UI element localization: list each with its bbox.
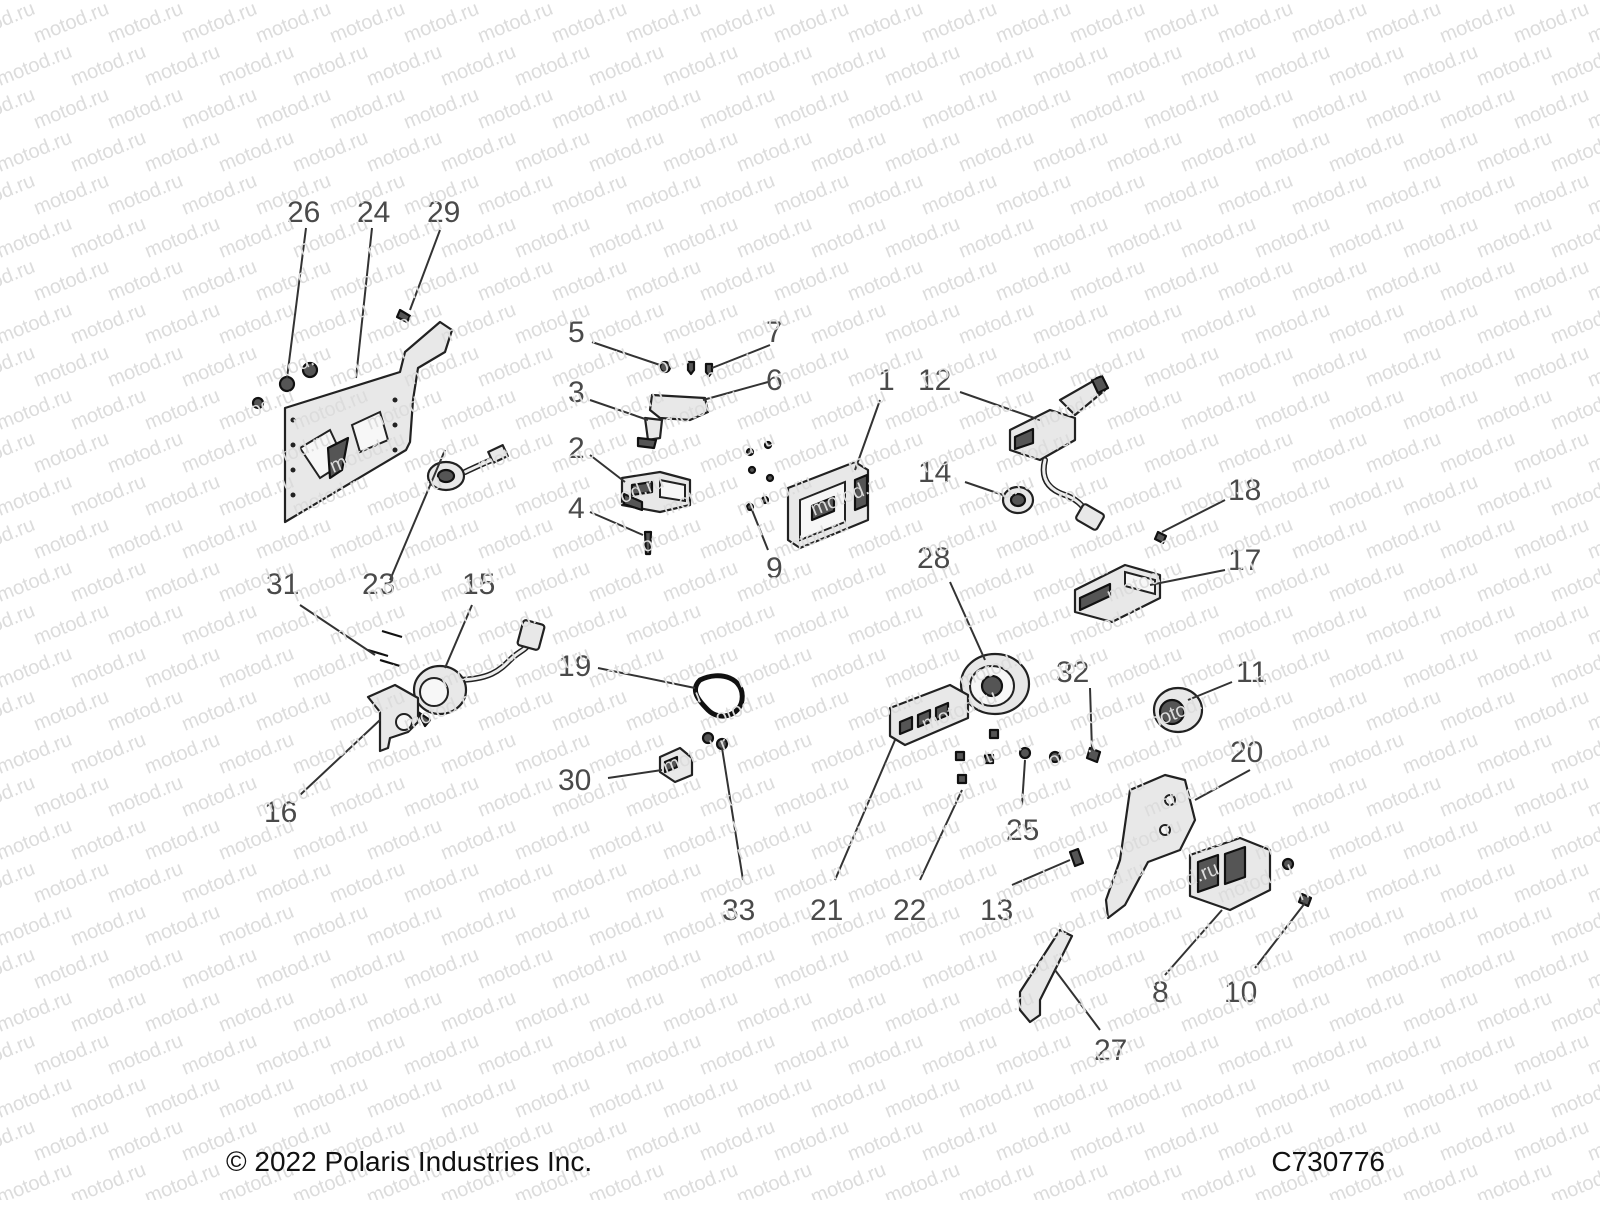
part-8-relay-module [1188,836,1272,912]
callout-13: 13 [980,894,1013,927]
callout-6: 6 [766,364,783,397]
part-12-switch-harness [1008,374,1110,531]
callout-8: 8 [1152,976,1169,1009]
part-13-fastener [1068,847,1085,868]
callout-21: 21 [810,894,843,927]
callout-labels: 26 24 29 5 7 6 3 1 12 2 14 18 4 9 28 17 … [264,196,1267,1067]
callout-14: 14 [918,456,951,489]
part-5-nut [658,360,672,374]
callout-15: 15 [462,568,495,601]
part-23-connector-harness [426,444,509,492]
callout-30: 30 [558,764,591,797]
part-9-screws [745,440,775,512]
callout-31: 31 [266,568,299,601]
leader-lines [286,227,1306,1031]
callout-20: 20 [1230,736,1263,769]
callout-9: 9 [766,552,783,585]
part-10-nut-bolt [1281,857,1313,908]
part-20-bracket [1104,773,1197,920]
part-27-strap [1018,928,1074,1024]
part-17-connector [1073,563,1162,624]
part-1-ecu [786,460,870,550]
copyright-text: © 2022 Polaris Industries Inc. [226,1146,593,1177]
callout-33: 33 [722,894,755,927]
callout-25: 25 [1006,814,1039,847]
callout-29: 29 [427,196,460,229]
callout-11: 11 [1236,656,1267,689]
callout-12: 12 [918,364,951,397]
callout-18: 18 [1228,474,1261,507]
callout-5: 5 [568,316,585,349]
part-33-nuts [701,731,729,751]
part-29-bolt [395,308,412,324]
part-30-clip [658,746,694,784]
part-3-clip [636,416,664,450]
part-22-screws [954,728,1000,785]
part-4-screw [643,530,653,556]
part-32-screw [1085,746,1102,764]
callout-1: 1 [878,364,895,397]
part-7-screws [686,360,714,378]
part-24-mounting-plate [283,320,454,524]
callout-28: 28 [917,542,950,575]
callout-24: 24 [357,196,390,229]
callout-10: 10 [1224,976,1257,1009]
part-14-grommet [1001,485,1035,515]
part-28-knob [959,652,1031,716]
part-31-pins [367,629,403,668]
part-16-bracket [366,683,420,753]
callout-16: 16 [264,796,297,829]
callout-22: 22 [893,894,926,927]
figure-code: C730776 [1271,1146,1385,1177]
callout-26: 26 [287,196,320,229]
part-15-sensor-harness [412,619,546,728]
callout-7: 7 [766,316,783,349]
callout-2: 2 [568,432,585,465]
part-18-screw [1153,530,1168,545]
callout-23: 23 [362,568,395,601]
part-19-o-ring [693,673,745,719]
callout-32: 32 [1056,656,1089,689]
callout-3: 3 [568,376,585,409]
part-2-relay-block [620,470,692,514]
part-11-horn [1152,686,1204,734]
callout-19: 19 [558,650,591,683]
part-6-bracket [648,393,710,422]
part-21-ignition-switch [888,683,970,747]
part-26-nut [251,361,319,410]
callout-4: 4 [568,492,585,525]
callout-17: 17 [1228,544,1261,577]
part-25-nuts [1018,746,1062,764]
callout-27: 27 [1094,1034,1127,1067]
